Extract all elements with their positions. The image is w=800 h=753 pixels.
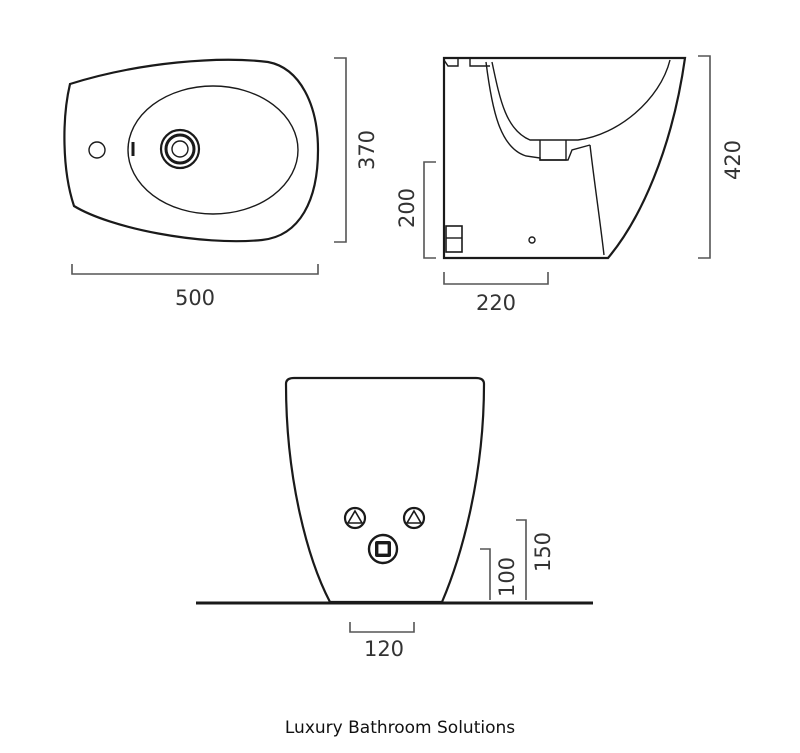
side-view-waste: [539, 140, 567, 161]
width-dimension-label: 500: [175, 286, 215, 310]
outlet-height-dimension-line: [423, 161, 436, 259]
supply-valve-right: [402, 506, 426, 530]
tap-hole: [88, 141, 106, 159]
side-view-outlet: [445, 225, 463, 253]
side-view-fixing-hole: [528, 236, 536, 244]
front-view: 120 100 150: [196, 376, 593, 661]
outlet-height-dimension-label: 200: [395, 188, 419, 228]
height-dimension-label: 420: [721, 140, 745, 180]
waste-outlet: [367, 533, 399, 565]
fixing-width-dimension-label: 120: [364, 637, 404, 661]
top-view-bowl: [127, 85, 299, 215]
top-view: 500 370: [63, 57, 379, 310]
drain-inner: [171, 140, 189, 158]
side-view-outline: [442, 56, 687, 260]
front-outlet-height-dimension-line: [480, 548, 491, 600]
outlet-offset-dimension-label: 220: [476, 291, 516, 315]
front-inlet-height-dimension-label: 150: [531, 532, 555, 572]
fixing-width-dimension-line: [349, 622, 415, 633]
front-outlet-height-dimension-label: 100: [495, 557, 519, 597]
width-dimension-line: [71, 264, 319, 275]
height-dimension-line: [698, 55, 711, 259]
supply-valve-left: [343, 506, 367, 530]
caption: Luxury Bathroom Solutions: [284, 718, 516, 738]
drain-middle: [164, 133, 196, 165]
side-view-rim: [443, 58, 490, 67]
depth-dimension-line: [334, 57, 347, 243]
outlet-offset-dimension-line: [443, 272, 549, 285]
front-inlet-height-dimension-line: [516, 519, 527, 600]
depth-dimension-label: 370: [355, 130, 379, 170]
front-view-outline: [284, 376, 486, 604]
side-view-bowl-inner: [491, 59, 671, 141]
side-view-foot: [589, 144, 605, 256]
side-view: 420 200 220: [395, 55, 745, 315]
